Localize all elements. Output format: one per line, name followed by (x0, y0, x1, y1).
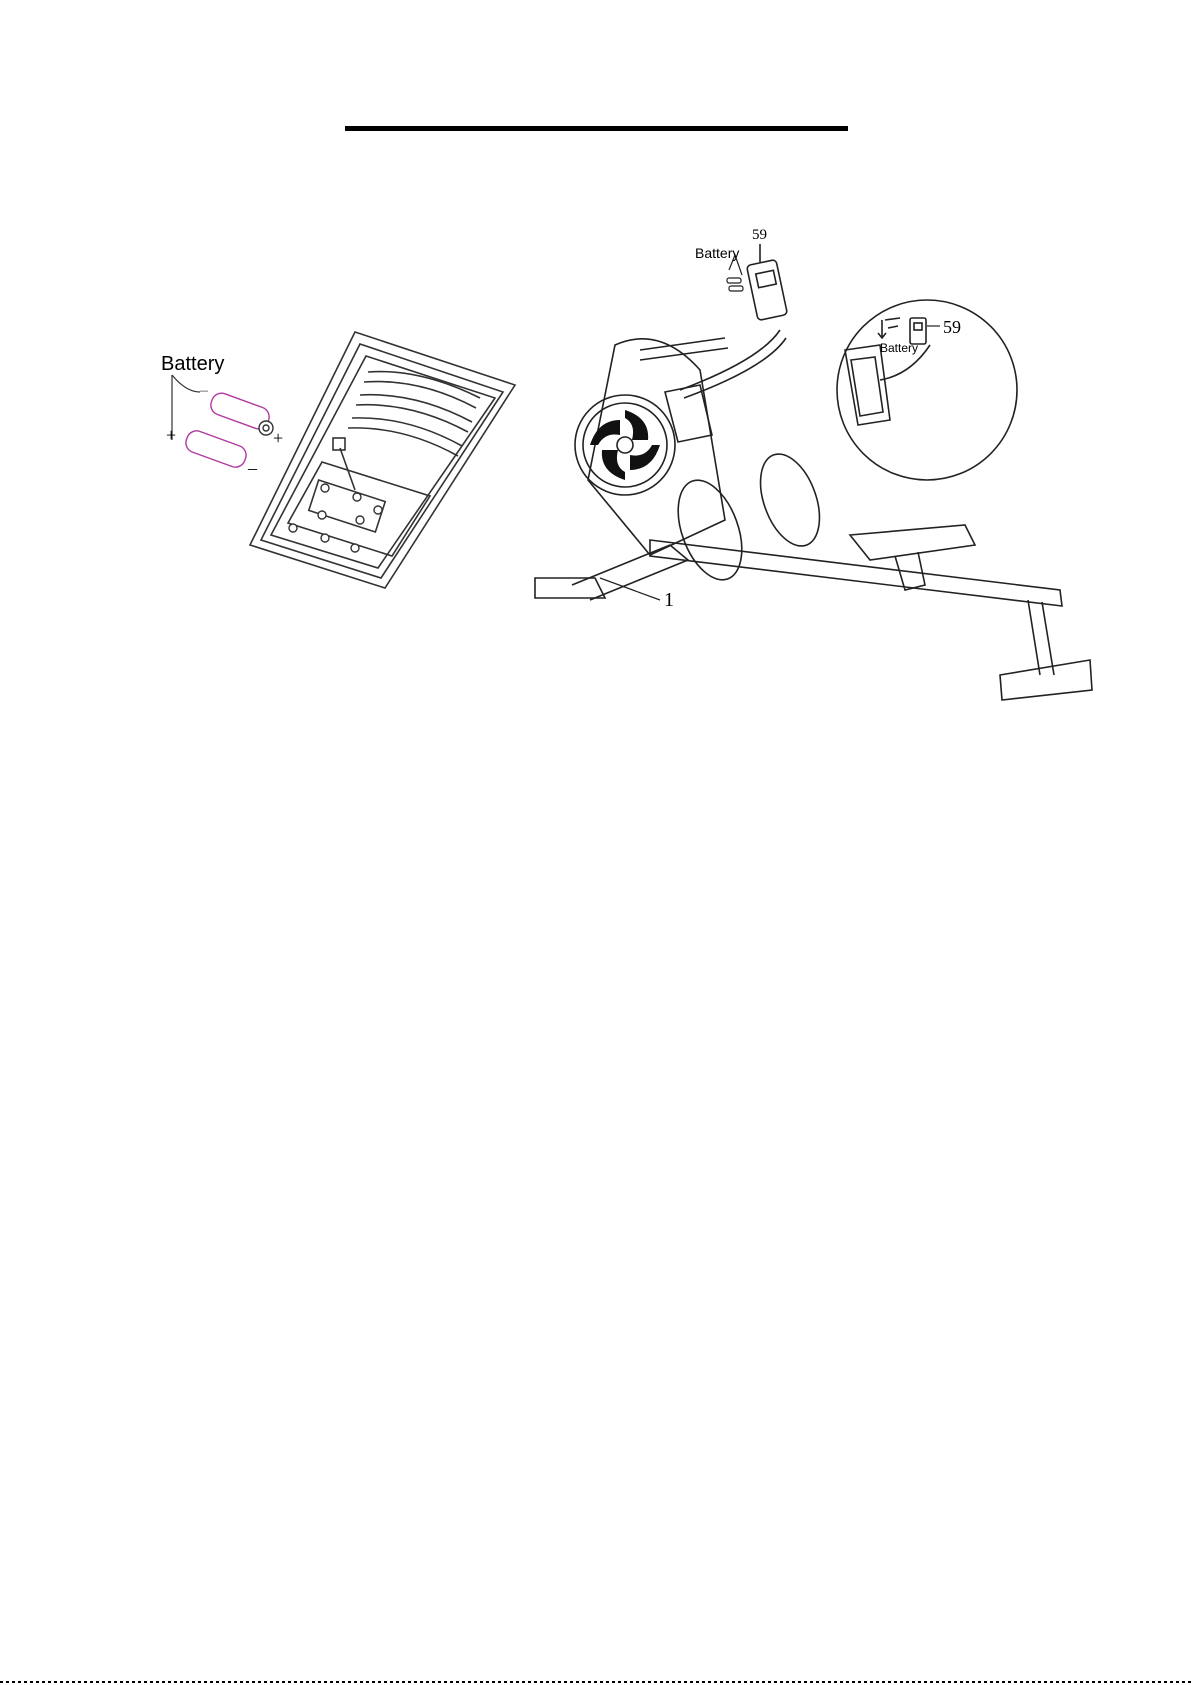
inset-battery-label: Battery (880, 342, 918, 354)
minus-label-2: – (200, 383, 208, 399)
batteries (183, 390, 273, 470)
part-number-59: 59 (752, 228, 767, 243)
console-unit-59 (747, 244, 788, 321)
minus-label: – (248, 459, 257, 477)
battery-label-right: Battery (695, 246, 739, 260)
screw-holes (289, 484, 382, 552)
battery-bottom (183, 428, 249, 470)
battery-top (208, 390, 273, 435)
part-number-1: 1 (664, 590, 674, 610)
inset-detail (837, 300, 1017, 480)
plus-label-2: + (273, 429, 283, 447)
battery-label-left: Battery (161, 354, 224, 374)
console-housing (250, 332, 515, 588)
inset-part-number-59: 59 (943, 318, 961, 336)
page-bottom-border (0, 1681, 1192, 1683)
plus-label: + (166, 426, 176, 444)
